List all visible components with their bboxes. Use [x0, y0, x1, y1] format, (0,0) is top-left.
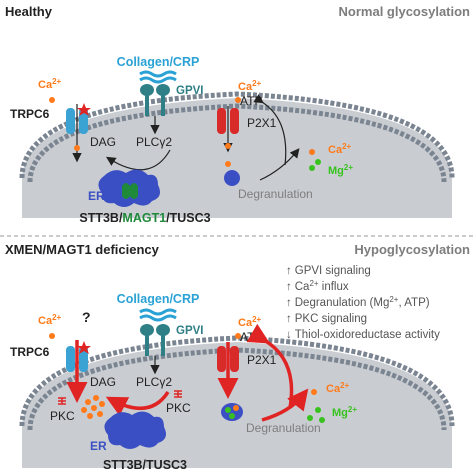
star-icon [77, 341, 91, 354]
dag-label: DAG [90, 135, 116, 149]
magnesium-ion [319, 417, 325, 423]
effects-list: ↑GPVI signaling ↑Ca2+ influx ↑Degranulat… [286, 265, 440, 341]
p2x1-channel-icon [217, 346, 239, 372]
trpc6-label: TRPC6 [10, 107, 50, 121]
magnesium-ion [315, 159, 321, 165]
glycosylation-state: Hypoglycosylation [354, 242, 470, 257]
star-icon [77, 103, 91, 116]
membrane-inner [27, 103, 447, 183]
magnesium-ion [315, 407, 321, 413]
calcium-label-right: Ca2+ [238, 79, 262, 93]
degranulation-release-arrow [261, 388, 309, 422]
er-organelle-icon [98, 169, 160, 207]
plc-to-dag-arrow [105, 391, 170, 416]
er-label: ER [88, 189, 105, 203]
effect-item: ↓Thiol-oxidoreductase activity [286, 329, 440, 341]
trpc6-label: TRPC6 [10, 345, 50, 359]
calcium-ion [49, 333, 55, 339]
calcium-out-label: Ca2+ [328, 142, 352, 156]
effect-item: ↑Ca2+ influx [286, 279, 349, 293]
atp-label: ATP [240, 330, 262, 344]
effect-item: ↑PKC signaling [286, 313, 367, 325]
degranulation-label: Degranulation [246, 421, 321, 435]
p2x1-label: P2X1 [247, 116, 277, 130]
er-organelle-icon [104, 411, 166, 449]
calcium-ion [74, 145, 80, 151]
calcium-label-left: Ca2+ [38, 313, 62, 327]
collagen-icon [139, 308, 177, 322]
plc-to-dag-arrow [105, 149, 171, 171]
atp-label: ATP [240, 94, 262, 108]
atp-feedback-arrow [253, 94, 287, 166]
membrane-outer [19, 91, 455, 179]
plc-label: PLCγ2 [136, 135, 172, 149]
dag-label: DAG [90, 375, 116, 389]
pkc-label-left: PKC [50, 409, 75, 423]
p2x1-label: P2X1 [247, 353, 277, 367]
calcium-ion [235, 97, 241, 103]
collagen-label: Collagen/CRP [117, 55, 200, 69]
degranulation-label: Degranulation [238, 187, 313, 201]
magnesium-out-label: Mg2+ [328, 163, 353, 177]
glycosylation-complex-label: STT3B/MAGT1/TUSC3 [79, 211, 210, 225]
healthy-panel: Healthy Normal glycosylation Collagen/CR… [5, 4, 470, 225]
pkc-label-right: PKC [166, 401, 191, 415]
deficiency-panel: XMEN/MAGT1 deficiency Hypoglycosylation … [5, 242, 470, 472]
collagen-label: Collagen/CRP [117, 292, 200, 306]
granule-icon [224, 170, 240, 186]
panel-title: XMEN/MAGT1 deficiency [5, 242, 160, 257]
calcium-label-left: Ca2+ [38, 77, 62, 91]
effect-item: ↑GPVI signaling [286, 265, 371, 277]
glycosylation-state: Normal glycosylation [339, 4, 471, 19]
gpvi-label: GPVI [176, 325, 203, 337]
magnesium-ion [307, 415, 313, 421]
granule-icon [221, 403, 243, 421]
calcium-ion [225, 143, 231, 149]
calcium-ion [49, 97, 55, 103]
gpvi-label: GPVI [176, 85, 203, 97]
er-label: ER [90, 439, 107, 453]
gpvi-receptor-icon [140, 324, 170, 356]
calcium-ion [225, 161, 231, 167]
degranulation-release-arrow [259, 148, 300, 181]
magnesium-out-label: Mg2+ [332, 405, 357, 419]
question-mark: ? [82, 309, 91, 325]
membrane-inner [27, 347, 447, 431]
calcium-ion [235, 333, 241, 339]
collagen-icon [139, 70, 177, 84]
pkc-inhibitor-icon [174, 390, 182, 398]
calcium-label-right: Ca2+ [238, 315, 262, 329]
gpvi-receptor-icon [140, 84, 170, 116]
pkc-inhibitor-icon [58, 397, 66, 405]
calcium-out-label: Ca2+ [326, 381, 350, 395]
membrane-outer [19, 335, 455, 427]
calcium-cluster [81, 395, 105, 419]
effect-item: ↑Degranulation (Mg2+, ATP) [286, 295, 430, 309]
panel-title: Healthy [5, 4, 53, 19]
calcium-ion [309, 149, 315, 155]
calcium-ion [311, 389, 317, 395]
glycosylation-complex-label: STT3B/TUSC3 [103, 458, 187, 472]
plc-label: PLCγ2 [136, 375, 172, 389]
p2x1-channel-icon [217, 108, 239, 134]
magnesium-ion [309, 165, 315, 171]
